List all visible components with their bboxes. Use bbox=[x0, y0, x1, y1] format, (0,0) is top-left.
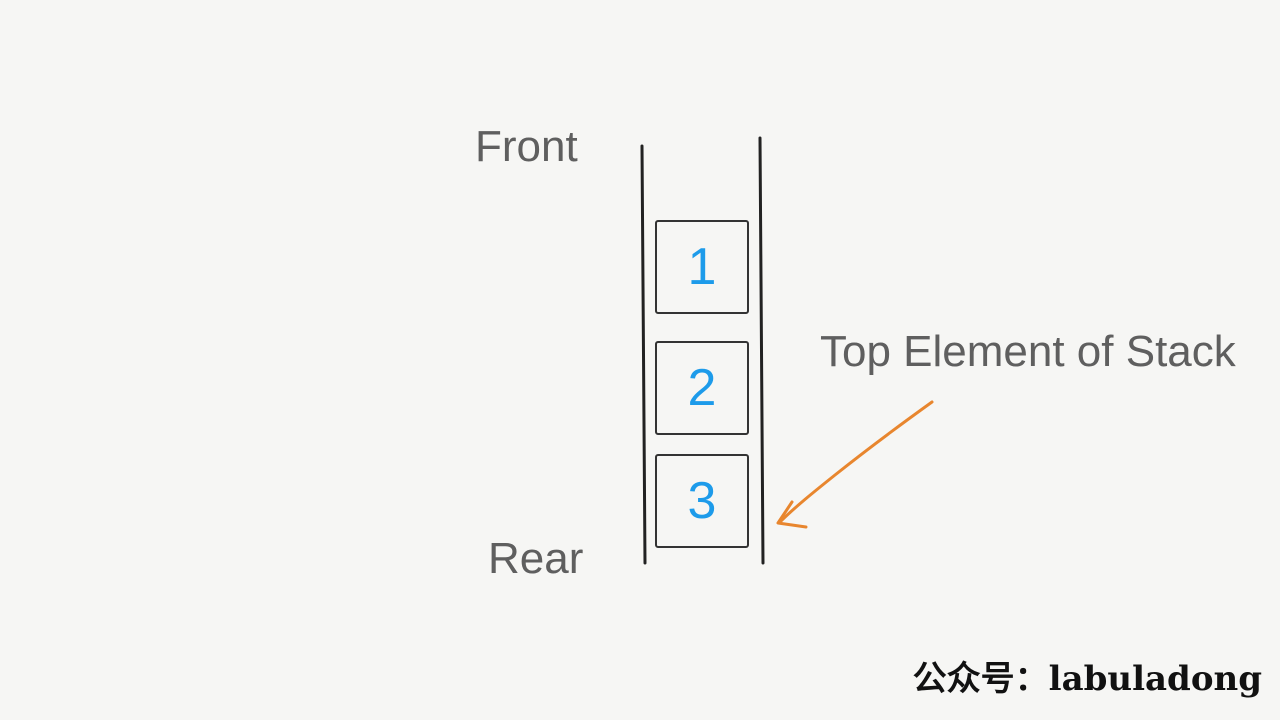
stack-right-wall bbox=[758, 136, 765, 565]
top-element-label: Top Element of Stack bbox=[820, 327, 1236, 376]
stack-item-number: 3 bbox=[687, 472, 717, 530]
stack-left-wall bbox=[640, 144, 647, 565]
stack-item-box: 1 bbox=[655, 220, 749, 314]
stack-item-number: 1 bbox=[687, 238, 717, 296]
top-element-arrow-head bbox=[776, 500, 808, 529]
stack-item-box: 2 bbox=[655, 341, 749, 435]
watermark-text: 公众号：labuladong bbox=[912, 659, 1262, 699]
front-label: Front bbox=[475, 122, 578, 171]
top-element-arrow bbox=[778, 400, 934, 524]
rear-label: Rear bbox=[488, 534, 584, 583]
stack-item-number: 2 bbox=[687, 359, 717, 417]
stack-item-box: 3 bbox=[655, 454, 749, 548]
